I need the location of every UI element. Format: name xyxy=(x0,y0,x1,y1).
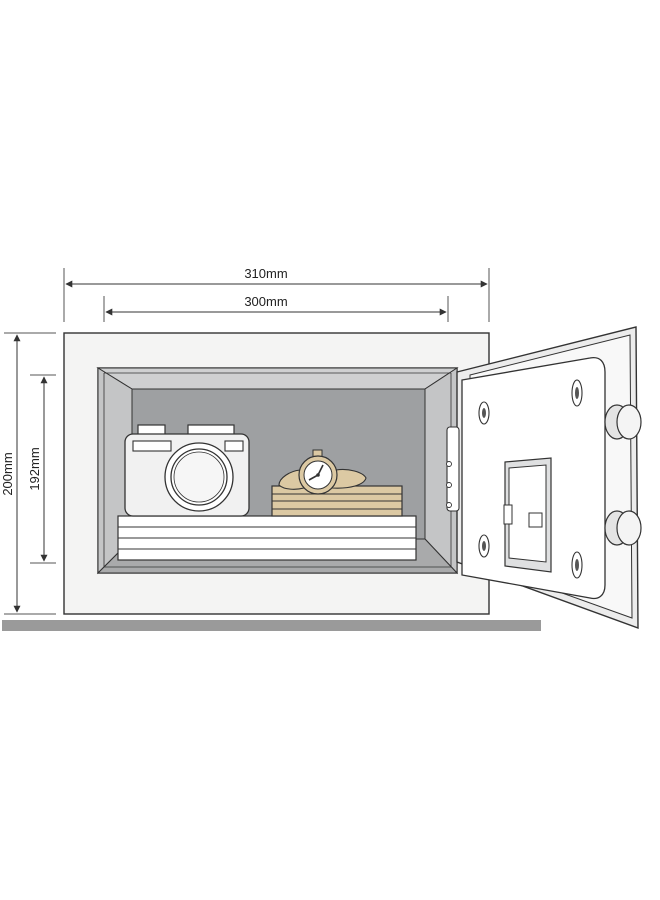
wristwatch-icon xyxy=(278,449,367,495)
book-stack-icon xyxy=(271,485,403,517)
dimension-inner-height: 192mm xyxy=(27,374,56,564)
floor-surface xyxy=(2,620,541,631)
inner-width-label: 300mm xyxy=(244,294,287,309)
outer-width-label: 310mm xyxy=(244,266,287,281)
paper-stack-icon xyxy=(117,515,417,561)
outer-height-label: 200mm xyxy=(0,452,15,495)
camera-icon xyxy=(124,424,250,517)
keypad-lock-icon xyxy=(503,457,552,573)
inner-height-label: 192mm xyxy=(27,447,42,490)
dimension-outer-width: 310mm xyxy=(63,266,490,322)
dimension-outer-height: 200mm xyxy=(0,332,56,615)
dimension-inner-width: 300mm xyxy=(103,294,449,322)
